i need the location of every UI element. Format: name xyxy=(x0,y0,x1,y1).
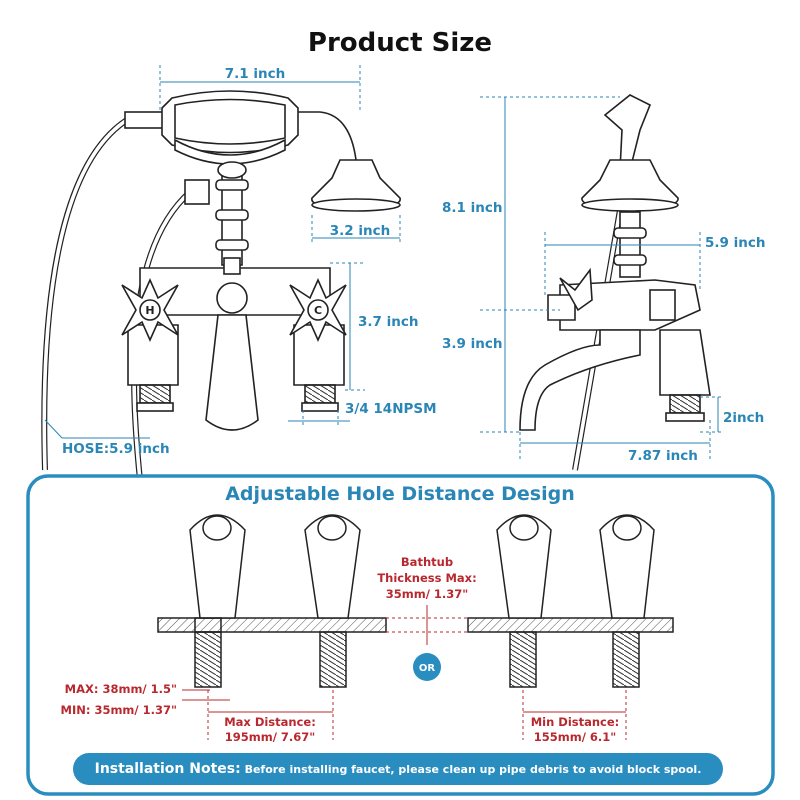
dim-riser-height: 8.1 inch xyxy=(442,200,502,216)
dim-spout-reach: 7.87 inch xyxy=(628,448,698,464)
thickness-label-line-3: 35mm/ 1.37" xyxy=(386,587,469,601)
front-view-dimensions xyxy=(44,65,401,439)
or-badge xyxy=(413,653,441,681)
dim-depth: 5.9 inch xyxy=(705,235,765,251)
installation-notes: Installation Notes: Before installing fa… xyxy=(73,753,723,785)
thickness-label-line-2: Thickness Max: xyxy=(377,571,476,585)
side-view-dimensions xyxy=(480,96,722,460)
front-view-faucet: H C xyxy=(41,90,401,481)
dim-hose: HOSE:5.9 inch xyxy=(62,441,170,457)
page-title: Product Size xyxy=(307,28,493,58)
svg-text:H: H xyxy=(145,304,154,317)
min-distance-line-2: 155mm/ 6.1" xyxy=(534,730,617,744)
dim-shower-head: 3.2 inch xyxy=(330,223,390,239)
thickness-label-line-1: Bathtub xyxy=(401,555,453,569)
section-title: Adjustable Hole Distance Design xyxy=(225,483,575,505)
max-shank-label: MAX: 38mm/ 1.5" xyxy=(65,682,177,696)
svg-text:C: C xyxy=(314,304,322,317)
notes-label: Installation Notes: xyxy=(94,761,241,777)
min-distance-line-1: Min Distance: xyxy=(531,715,620,729)
min-shank-label: MIN: 35mm/ 1.37" xyxy=(61,703,178,717)
dim-shank: 2inch xyxy=(723,410,764,426)
dim-spout-height: 3.9 inch xyxy=(442,336,502,352)
red-dimension-lines xyxy=(182,605,627,740)
notes-text: Before installing faucet, please clean u… xyxy=(244,763,702,776)
hole-distance-diagram xyxy=(157,514,674,688)
max-distance-line-1: Max Distance: xyxy=(224,715,316,729)
dim-handshower-length: 7.1 inch xyxy=(225,66,285,82)
or-label: OR xyxy=(419,663,436,674)
adjustable-section-frame xyxy=(26,474,775,796)
thickness-label: Bathtub Thickness Max: 35mm/ 1.37" xyxy=(377,555,476,601)
dim-thread: 3/4 14NPSM xyxy=(345,401,437,417)
max-distance-line-2: 195mm/ 7.67" xyxy=(225,730,316,744)
dim-body-height: 3.7 inch xyxy=(358,314,418,330)
side-view-faucet xyxy=(519,94,711,471)
